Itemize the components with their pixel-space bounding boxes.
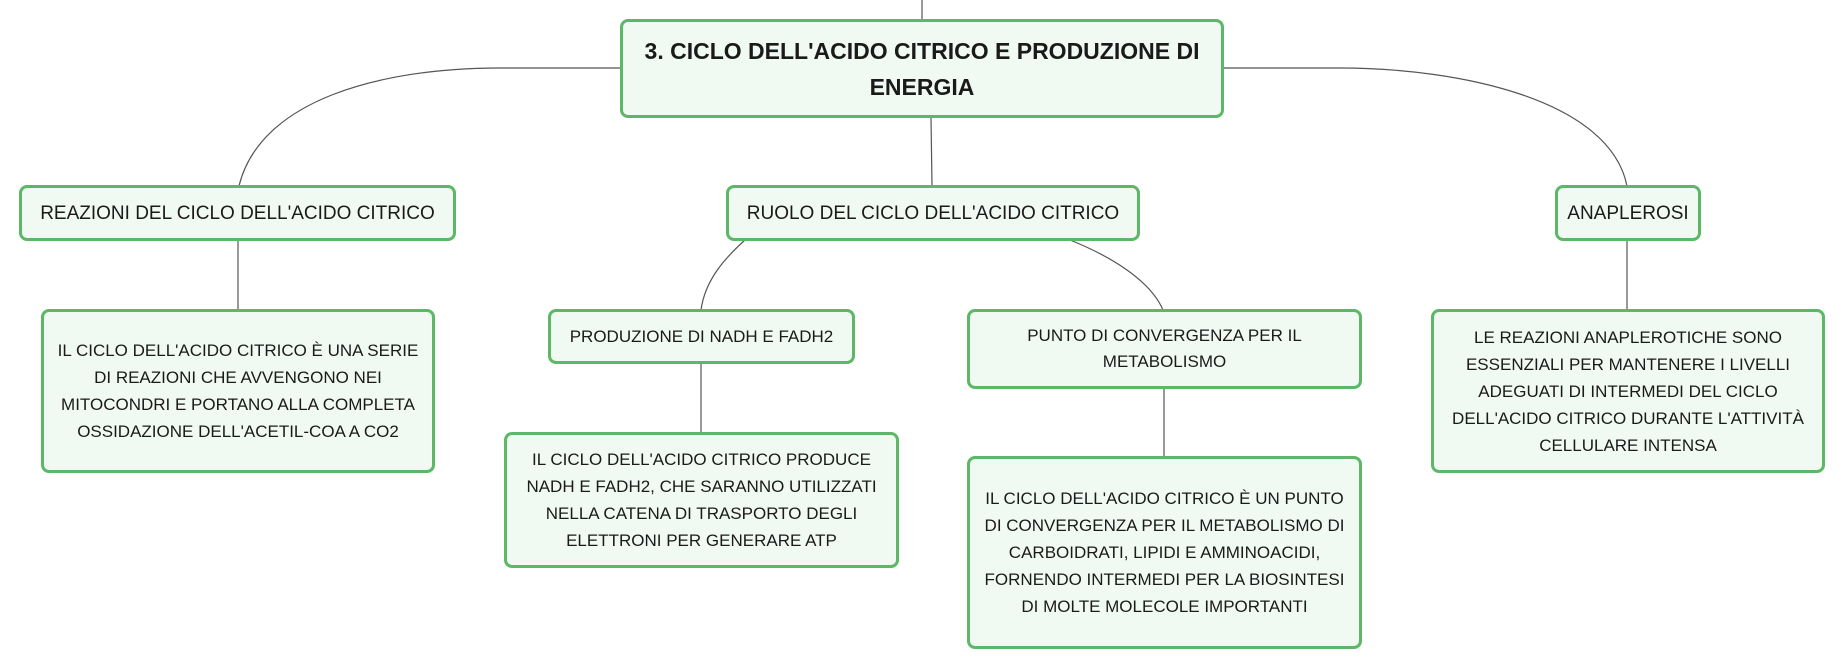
detail-produzione-text: IL CICLO DELL'ACIDO CITRICO PRODUCE NADH… xyxy=(526,450,877,550)
detail-reazioni[interactable]: IL CICLO DELL'ACIDO CITRICO È UNA SERIE … xyxy=(41,309,435,473)
detail-anaplerosi-text: LE REAZIONI ANAPLEROTICHE SONO ESSENZIAL… xyxy=(1452,327,1804,455)
detail-produzione[interactable]: IL CICLO DELL'ACIDO CITRICO PRODUCE NADH… xyxy=(504,432,899,568)
sub-produzione[interactable]: PRODUZIONE DI NADH E FADH2 xyxy=(548,309,855,364)
root-node[interactable]: 3. CICLO DELL'ACIDO CITRICO E PRODUZIONE… xyxy=(620,19,1224,118)
detail-anaplerosi[interactable]: LE REAZIONI ANAPLEROTICHE SONO ESSENZIAL… xyxy=(1431,309,1825,473)
branch-anaplerosi[interactable]: ANAPLEROSI xyxy=(1555,185,1701,241)
branch-ruolo[interactable]: RUOLO DEL CICLO DELL'ACIDO CITRICO xyxy=(726,185,1140,241)
branch-reazioni-label: REAZIONI DEL CICLO DELL'ACIDO CITRICO xyxy=(40,202,435,224)
sub-convergenza[interactable]: PUNTO DI CONVERGENZA PER IL METABOLISMO xyxy=(967,309,1362,389)
connector-ruolo-produzione xyxy=(700,239,746,311)
sub-convergenza-label: PUNTO DI CONVERGENZA PER IL METABOLISMO xyxy=(1027,326,1302,371)
branch-ruolo-label: RUOLO DEL CICLO DELL'ACIDO CITRICO xyxy=(746,202,1120,224)
branch-anaplerosi-label: ANAPLEROSI xyxy=(1567,202,1689,224)
detail-reazioni-text: IL CICLO DELL'ACIDO CITRICO È UNA SERIE … xyxy=(57,341,419,441)
connector-root-anaplerosi xyxy=(1224,67,1628,187)
detail-convergenza-text: IL CICLO DELL'ACIDO CITRICO È UN PUNTO D… xyxy=(984,489,1345,616)
connector-root-ruolo xyxy=(930,116,933,187)
root-label: 3. CICLO DELL'ACIDO CITRICO E PRODUZIONE… xyxy=(644,37,1200,100)
connector-ruolo-convergenza xyxy=(1069,239,1164,311)
branch-reazioni[interactable]: REAZIONI DEL CICLO DELL'ACIDO CITRICO xyxy=(19,185,456,241)
sub-produzione-label: PRODUZIONE DI NADH E FADH2 xyxy=(569,326,834,346)
connector-root-reazioni xyxy=(238,67,620,187)
detail-convergenza[interactable]: IL CICLO DELL'ACIDO CITRICO È UN PUNTO D… xyxy=(967,456,1362,649)
